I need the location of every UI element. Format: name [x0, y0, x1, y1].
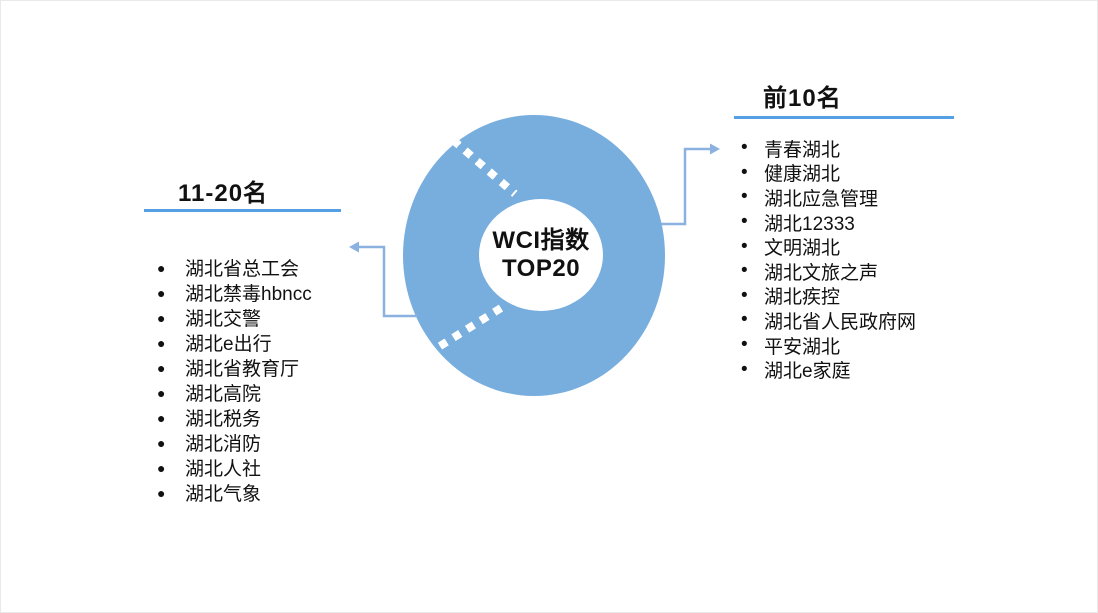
list-item: ● 湖北禁毒hbncc: [157, 280, 312, 305]
list-item: • 湖北12333: [741, 210, 916, 235]
right-arrow-icon: [710, 143, 720, 155]
bullet-icon: •: [741, 260, 748, 282]
bullet-icon: ●: [157, 434, 166, 451]
list-item: ● 湖北省总工会: [157, 255, 312, 280]
right-rank-list: • 青春湖北 • 健康湖北 • 湖北应急管理 • 湖北12333 • 文明湖北: [741, 136, 916, 382]
bullet-icon: ●: [157, 309, 166, 326]
bullet-icon: •: [741, 161, 748, 183]
list-item: ● 湖北消防: [157, 430, 312, 455]
list-item: • 平安湖北: [741, 333, 916, 358]
left-arrow-icon: [349, 241, 359, 253]
list-item: • 青春湖北: [741, 136, 916, 161]
list-item-label: 湖北交警: [185, 309, 262, 330]
list-item: • 湖北疾控: [741, 284, 916, 309]
list-item-label: 湖北应急管理: [764, 188, 879, 210]
list-item-label: 平安湖北: [764, 336, 841, 358]
bullet-icon: •: [741, 235, 748, 257]
list-item-label: 湖北高院: [185, 384, 262, 405]
donut-title-line2: TOP20: [501, 255, 581, 282]
list-item: • 湖北e家庭: [741, 357, 916, 383]
bullet-icon: ●: [157, 409, 166, 426]
right-panel-title: 前10名: [763, 85, 842, 112]
list-item: ● 湖北高院: [157, 380, 312, 405]
bullet-icon: •: [741, 284, 748, 306]
bullet-icon: •: [741, 358, 748, 380]
bullet-icon: •: [741, 211, 748, 233]
list-item-label: 湖北人社: [185, 459, 262, 480]
bullet-icon: ●: [157, 384, 166, 401]
bullet-icon: •: [741, 137, 748, 159]
bullet-icon: •: [741, 309, 748, 331]
donut-center-label: WCI指数 TOP20: [471, 197, 611, 313]
list-item: ● 湖北e出行: [157, 330, 312, 355]
left-panel-divider: [144, 209, 341, 212]
bullet-icon: ●: [157, 484, 166, 501]
bullet-icon: ●: [157, 459, 166, 476]
list-item: ● 湖北省教育厅: [157, 355, 312, 380]
list-item-label: 湖北12333: [764, 213, 855, 235]
list-item-label: 湖北税务: [185, 409, 262, 430]
bullet-icon: ●: [157, 359, 166, 376]
left-rank-list: ● 湖北省总工会 ● 湖北禁毒hbncc ● 湖北交警 ● 湖北e出行 ● 湖北…: [157, 255, 312, 505]
left-panel-title: 11-20名: [178, 180, 269, 207]
bullet-icon: ●: [157, 284, 166, 301]
list-item-label: 湖北疾控: [764, 287, 841, 309]
right-panel-divider: [734, 116, 954, 119]
connector-right: [661, 147, 711, 226]
bullet-icon: ●: [157, 334, 166, 351]
bullet-icon: ●: [157, 259, 166, 276]
list-item: • 湖北应急管理: [741, 185, 916, 210]
donut-title-line1: WCI指数: [492, 227, 590, 254]
list-item: • 健康湖北: [741, 161, 916, 186]
list-item: • 湖北省人民政府网: [741, 308, 916, 333]
list-item: • 文明湖北: [741, 234, 916, 260]
list-item: ● 湖北气象: [157, 480, 312, 505]
bullet-icon: •: [741, 186, 748, 208]
list-item-label: 湖北e出行: [185, 334, 272, 355]
bullet-icon: •: [741, 334, 748, 356]
list-item: ● 湖北交警: [157, 305, 312, 330]
list-item: ● 湖北人社: [157, 455, 312, 480]
list-item: ● 湖北税务: [157, 405, 312, 430]
list-item: • 湖北文旅之声: [741, 259, 916, 284]
list-item-label: 湖北e家庭: [764, 361, 851, 383]
list-item-label: 青春湖北: [764, 139, 841, 161]
list-item-label: 湖北消防: [185, 434, 262, 455]
list-item-label: 湖北禁毒hbncc: [185, 284, 312, 305]
list-item-label: 湖北省教育厅: [185, 359, 300, 380]
list-item-label: 湖北省人民政府网: [764, 311, 917, 333]
donut-hole: [479, 199, 603, 311]
list-item-label: 文明湖北: [764, 238, 841, 260]
list-item-label: 湖北省总工会: [185, 259, 300, 280]
list-item-label: 湖北气象: [185, 484, 262, 505]
list-item-label: 健康湖北: [764, 164, 841, 186]
list-item-label: 湖北文旅之声: [764, 262, 879, 284]
